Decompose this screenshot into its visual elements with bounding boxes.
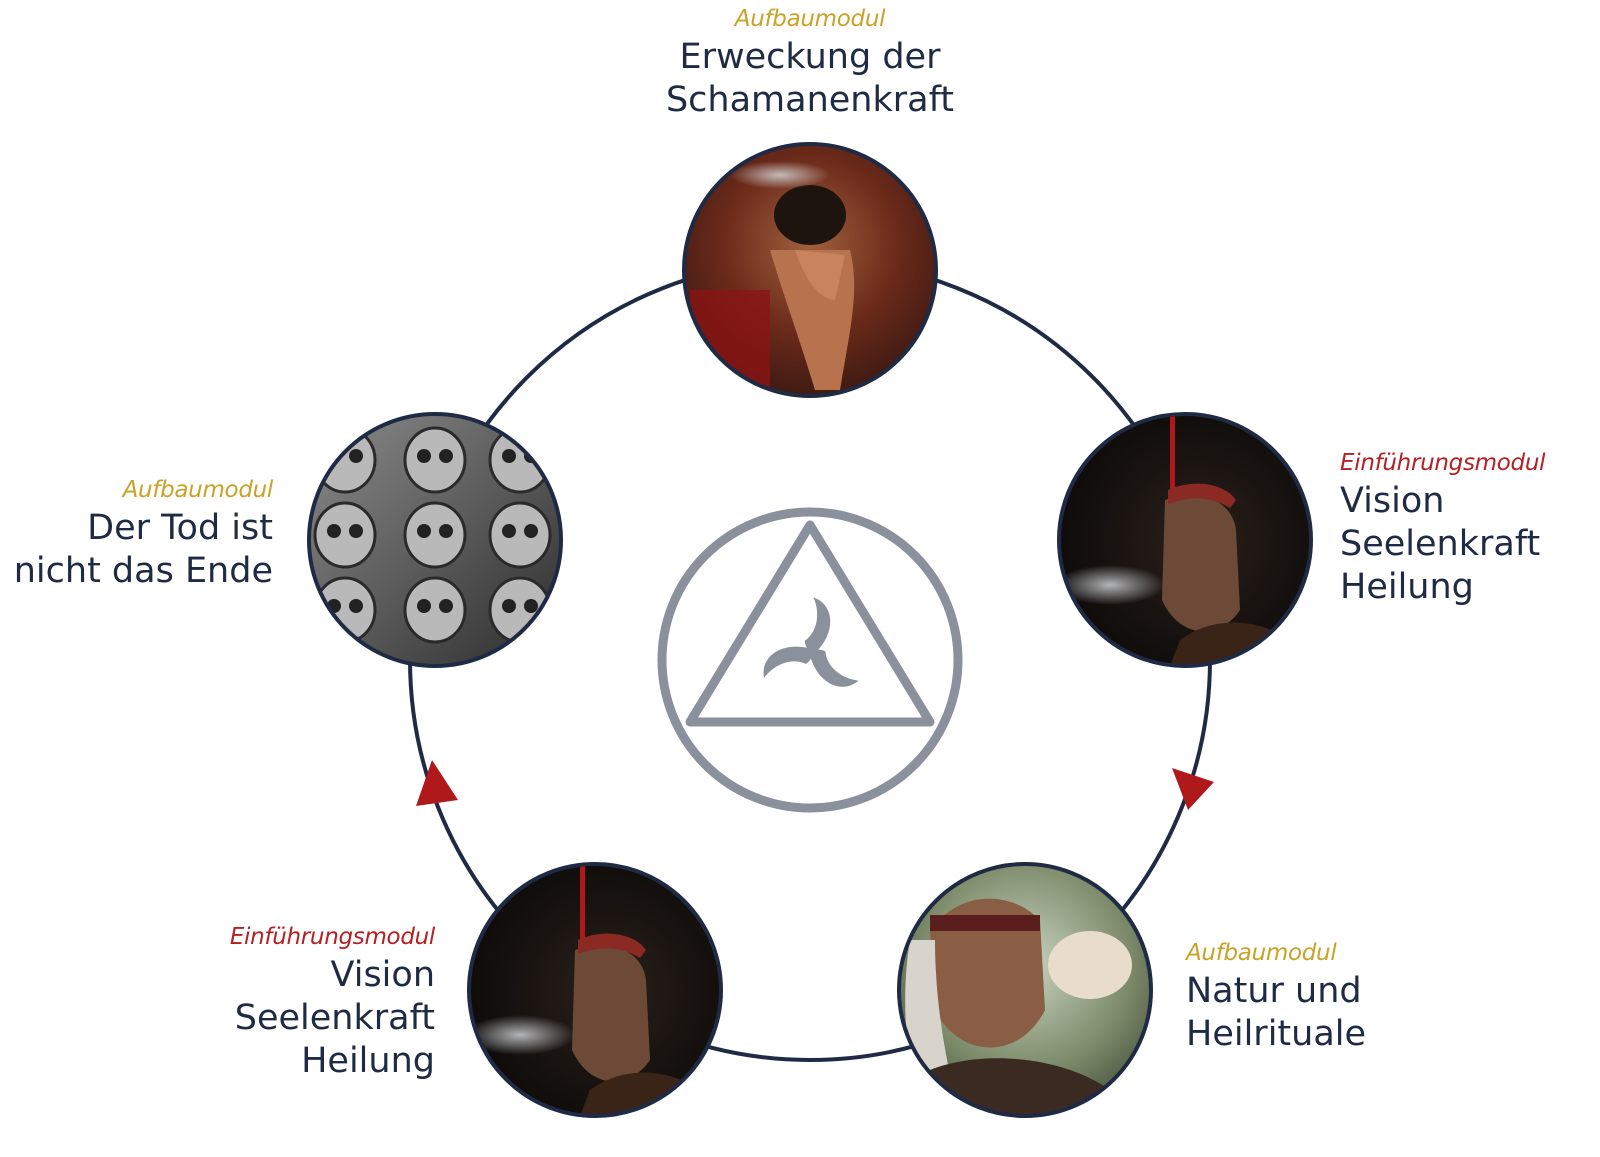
module-kind: Aufbaumodul — [1186, 940, 1337, 966]
triskelion-emblem-icon — [657, 507, 963, 813]
skull-eye — [524, 524, 538, 538]
skull-eye — [502, 524, 516, 538]
module-title: Erweckung der Schamanenkraft — [665, 37, 955, 120]
skull-eye — [417, 524, 431, 538]
module-kind: Einführungsmodul — [1340, 450, 1546, 476]
arrow-down-icon — [1172, 768, 1214, 810]
skull-eye — [349, 599, 363, 613]
module-label-left: Aufbaumodul Der Tod ist nicht das Ende — [10, 477, 274, 593]
skull-eye — [502, 599, 516, 613]
skull-eye — [349, 524, 363, 538]
module-kind: Einführungsmodul — [229, 924, 435, 950]
module-label-bottom-right: Aufbaumodul Natur und Heilrituale — [1186, 940, 1486, 1056]
module-title: Vision Seelenkraft Heilung — [234, 955, 435, 1081]
skull-shape — [488, 426, 552, 494]
module-label-right: Einführungsmodul Vision Seelenkraft Heil… — [1340, 450, 1595, 609]
skull-shape — [313, 501, 377, 569]
skull-eye — [417, 449, 431, 463]
skull-eye — [349, 449, 363, 463]
skull-shape — [403, 501, 467, 569]
skull-eye — [502, 449, 516, 463]
skull-eye — [524, 599, 538, 613]
photo-shaman-smoke-right — [1057, 412, 1313, 668]
skull-eye — [327, 524, 341, 538]
skull-shape — [403, 426, 467, 494]
skull-shape — [488, 501, 552, 569]
arrow-up-icon — [416, 760, 458, 806]
photo-hands-herb-bundle — [682, 142, 938, 398]
module-title: Der Tod ist nicht das Ende — [13, 508, 273, 591]
skull-eye — [417, 599, 431, 613]
photo-elder-conch-shell — [897, 862, 1153, 1118]
skull-eye — [439, 599, 453, 613]
module-label-bottom-left: Einführungsmodul Vision Seelenkraft Heil… — [150, 924, 435, 1083]
skull-shape — [313, 576, 377, 644]
module-kind: Aufbaumodul — [122, 477, 274, 503]
photo-shaman-smoke-left — [467, 862, 723, 1118]
skull-eye — [439, 524, 453, 538]
module-title: Natur und Heilrituale — [1186, 971, 1367, 1054]
skull-shape — [403, 576, 467, 644]
module-kind: Aufbaumodul — [734, 6, 886, 32]
skull-eye — [439, 449, 453, 463]
module-title: Vision Seelenkraft Heilung — [1340, 481, 1541, 607]
photo-stone-skulls — [307, 412, 563, 668]
module-label-top: Aufbaumodul Erweckung der Schamanenkraft — [610, 6, 1010, 122]
